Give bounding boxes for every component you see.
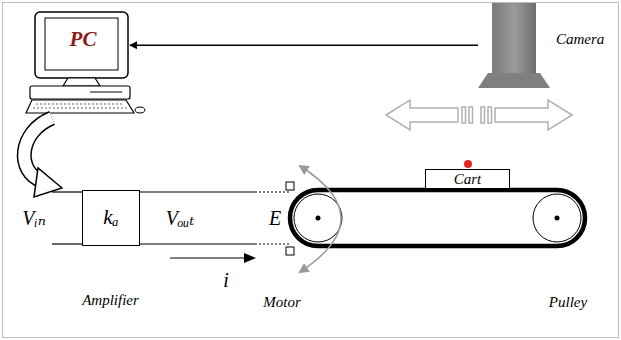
node-label: kₐ [103, 206, 118, 229]
rotation-arrow [300, 166, 341, 272]
motion-arrows [386, 100, 572, 130]
part-name: Motor [263, 294, 301, 311]
amplifier-box: kₐAmplifier [82, 190, 140, 246]
pulley-axle [316, 216, 321, 221]
node-label: Camera [556, 31, 604, 48]
signal-name: Vₒᵤₜ [166, 207, 195, 229]
motor-pulley [294, 194, 342, 242]
current-name: i [223, 269, 229, 291]
signal-name: Vᵢₙ [22, 207, 46, 229]
node-label: Cart [454, 171, 482, 188]
cart-box: Cart [425, 169, 510, 189]
node-label: PC [67, 28, 97, 61]
output-wires [140, 192, 290, 244]
camera: Camera [478, 3, 550, 88]
signal-arrow [24, 118, 62, 197]
camera-feed-arrow [130, 45, 478, 47]
pulley-axle [555, 216, 560, 221]
pc-illustration [26, 12, 145, 113]
idler-pulley [533, 194, 581, 242]
camera-illustration [478, 3, 550, 88]
current-arrow [170, 253, 256, 263]
part-name: Pulley [549, 294, 587, 311]
signal-name: E [269, 207, 281, 229]
input-wires [52, 192, 82, 244]
frame-border [3, 3, 619, 338]
tracking-marker [464, 160, 472, 168]
computer-monitor: PC [35, 12, 128, 78]
motor-terminal [286, 182, 294, 190]
node-caption: Amplifier [82, 292, 139, 309]
motor-terminal [286, 247, 294, 255]
